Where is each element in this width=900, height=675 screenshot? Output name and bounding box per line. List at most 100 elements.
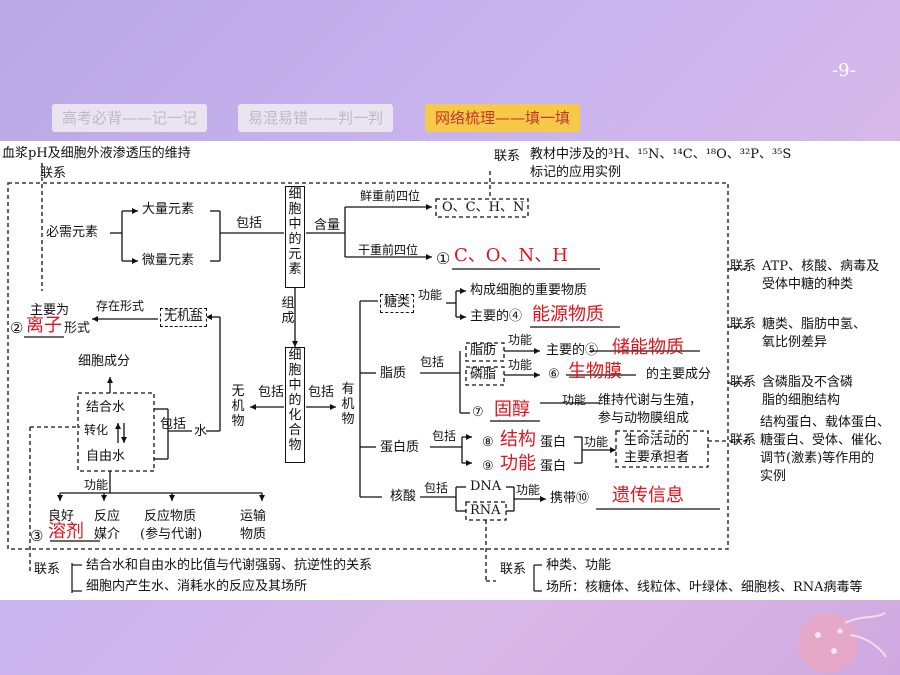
chengdan-l1: 生命活动的 (624, 433, 690, 448)
lianxi-protein-l2: 糖蛋白、受体、催化、 (760, 433, 891, 448)
hesuan-label: 核酸 (390, 489, 417, 504)
zhuyao-5: 主要的⑤ (546, 343, 599, 358)
tanglei-box: 糖类 (380, 294, 415, 313)
shui-label: 水 (194, 424, 208, 439)
zhizhi-label: 脂质 (380, 366, 407, 381)
lianxi-lipid-l2: 氧比例差异 (762, 335, 828, 350)
num-8: ⑧ (482, 435, 494, 450)
baokuo-label-elements: 包括 (236, 216, 263, 231)
diagram-lines (7, 163, 748, 581)
answer-2-number: ② (10, 319, 24, 337)
bixu-yuansu: 必需元素 (46, 225, 99, 240)
answer-3-number: ③ (30, 527, 44, 545)
page-number: -9- (832, 60, 856, 81)
baokuo-label-water: 包括 (160, 417, 187, 432)
baokuo-label-lipid: 包括 (420, 355, 445, 369)
bottom-left-l1: 结合水和自由水的比值与代谢强弱、抗逆性的关系 (86, 558, 373, 573)
decorative-fruit-icon (798, 612, 887, 673)
bottom-right-l1: 种类、功能 (546, 558, 612, 573)
answer-1: C、O、N、H (454, 245, 568, 266)
lianxi-protein-l1: 结构蛋白、载体蛋白、 (760, 415, 891, 430)
lianxi-protein-l4: 实例 (760, 469, 787, 484)
answer-3: 溶剂 (48, 521, 84, 542)
isotope-note-line2: 标记的应用实例 (530, 165, 622, 180)
xibao-chengfen: 细胞成分 (78, 354, 131, 369)
lianxi-phospho-l1: 含磷脂及不含磷 (762, 375, 854, 390)
tab-wangluo[interactable]: 网络梳理——填一填 (425, 104, 581, 132)
weichi-l2: 参与动物膜组成 (598, 411, 690, 426)
youji-label: 有机物 (341, 382, 355, 427)
lianghao-label: 良好 (48, 509, 75, 524)
weiliang-yuansu: 微量元素 (142, 253, 195, 268)
ganzhong-label: 干重前四位 (358, 243, 419, 257)
dna-label: DNA (470, 479, 502, 494)
lianxi-label-phospho: 联系 (730, 375, 757, 390)
answer-4: 能源物质 (532, 304, 604, 325)
fanying-meijie-2: 媒介 (94, 527, 121, 542)
ziyou-shui: 自由水 (86, 449, 126, 464)
answer-9: 功能 (500, 453, 536, 474)
rna-label: RNA (470, 503, 501, 518)
lianxi-label-isotope: 联系 (494, 149, 521, 164)
gongneng-label-phospho: 功能 (508, 358, 533, 372)
daliang-yuansu: 大量元素 (142, 202, 195, 217)
danbai-2: 蛋白 (540, 459, 567, 474)
baokuo-label-nucleic: 包括 (424, 481, 449, 495)
danbaizhi-label: 蛋白质 (380, 440, 420, 455)
compound-box: 细胞中的化合物 (285, 347, 305, 463)
answer-7: 固醇 (494, 399, 530, 420)
lianxi-lipid-l1: 糖类、脂肪中氢、 (762, 317, 867, 332)
fanying-meijie-1: 反应 (94, 509, 121, 524)
xiedai-label: 携带⑩ (550, 491, 590, 506)
isotope-note-line1: 教材中涉及的³H、¹⁵N、¹⁴C、¹⁸O、³²P、³⁵S (530, 147, 792, 162)
gongneng-label-sterol: 功能 (562, 393, 587, 407)
lianxi-sugar-l2: 受体中糖的种类 (762, 277, 854, 292)
lianxi-label-protein: 联系 (730, 433, 757, 448)
diagram-panel (0, 141, 900, 600)
lianxi-label-bottom-left: 联系 (34, 562, 61, 577)
bottom-left-l2: 细胞内产生水、消耗水的反应及其场所 (86, 579, 308, 594)
wuji-label: 无机物 (231, 384, 245, 429)
jiehe-shui: 结合水 (86, 400, 126, 415)
answer-2: 离子 (26, 315, 62, 336)
baokuo-label-wuji: 包括 (258, 385, 285, 400)
hanliang-label: 含量 (314, 218, 341, 233)
element-box: 细胞中的元素 (285, 186, 305, 288)
gongneng-label-nucleic: 功能 (516, 483, 541, 497)
tab-gaokao[interactable]: 高考必背——记一记 (52, 104, 208, 132)
answer-10: 遗传信息 (612, 485, 684, 506)
zucheng-label: 组成 (281, 296, 295, 326)
baokuo-label-youji: 包括 (308, 385, 335, 400)
zhuyao-chengfen: 的主要成分 (646, 367, 712, 382)
zhuyao-4: 主要的④ (470, 309, 523, 324)
wujiyan-box: 无机盐 (160, 308, 208, 327)
lianxi-protein-l3: 调节(激素)等作用的 (760, 451, 875, 466)
lianxi-sugar-l1: ATP、核酸、病毒及 (762, 259, 880, 274)
num-6: ⑥ (548, 367, 560, 382)
num-7: ⑦ (472, 405, 484, 420)
top-left-note: 血浆pH及细胞外液渗透压的维持 (2, 146, 191, 161)
chengdan-l2: 主要承担者 (624, 450, 690, 465)
gongneng-label-fat: 功能 (508, 333, 533, 347)
lianxi-label-sugar: 联系 (730, 259, 757, 274)
gongneng-label-sugar: 功能 (418, 288, 443, 302)
lianxi-phospho-l2: 脂的细胞结构 (762, 393, 841, 408)
yunshu-2: 物质 (240, 527, 267, 542)
bottom-right-l2: 场所：核糖体、线粒体、叶绿体、细胞核、RNA病毒等 (546, 580, 863, 595)
num-9: ⑨ (482, 459, 494, 474)
answer-6: 生物膜 (568, 361, 622, 382)
xingshi-label: 形式 (64, 321, 91, 336)
baokuo-label-protein: 包括 (432, 429, 457, 443)
yunshu-1: 运输 (240, 509, 267, 524)
cunzai-label: 存在形式 (96, 299, 145, 313)
fanying-wuzhi-2: (参与代谢) (140, 527, 203, 542)
gouchen-xibao: 构成细胞的重要物质 (470, 283, 588, 298)
fanying-wuzhi-1: 反应物质 (144, 509, 197, 524)
tab-yihun[interactable]: 易混易错——判一判 (238, 104, 394, 132)
gongneng-label-water: 功能 (84, 478, 109, 492)
answer-1-number: ① (436, 249, 451, 268)
zhifang-label: 脂肪 (470, 343, 497, 358)
linzhi-label: 磷脂 (470, 367, 497, 382)
danbai-1: 蛋白 (540, 435, 567, 450)
zhuyaowei-label: 主要为 (30, 303, 70, 318)
